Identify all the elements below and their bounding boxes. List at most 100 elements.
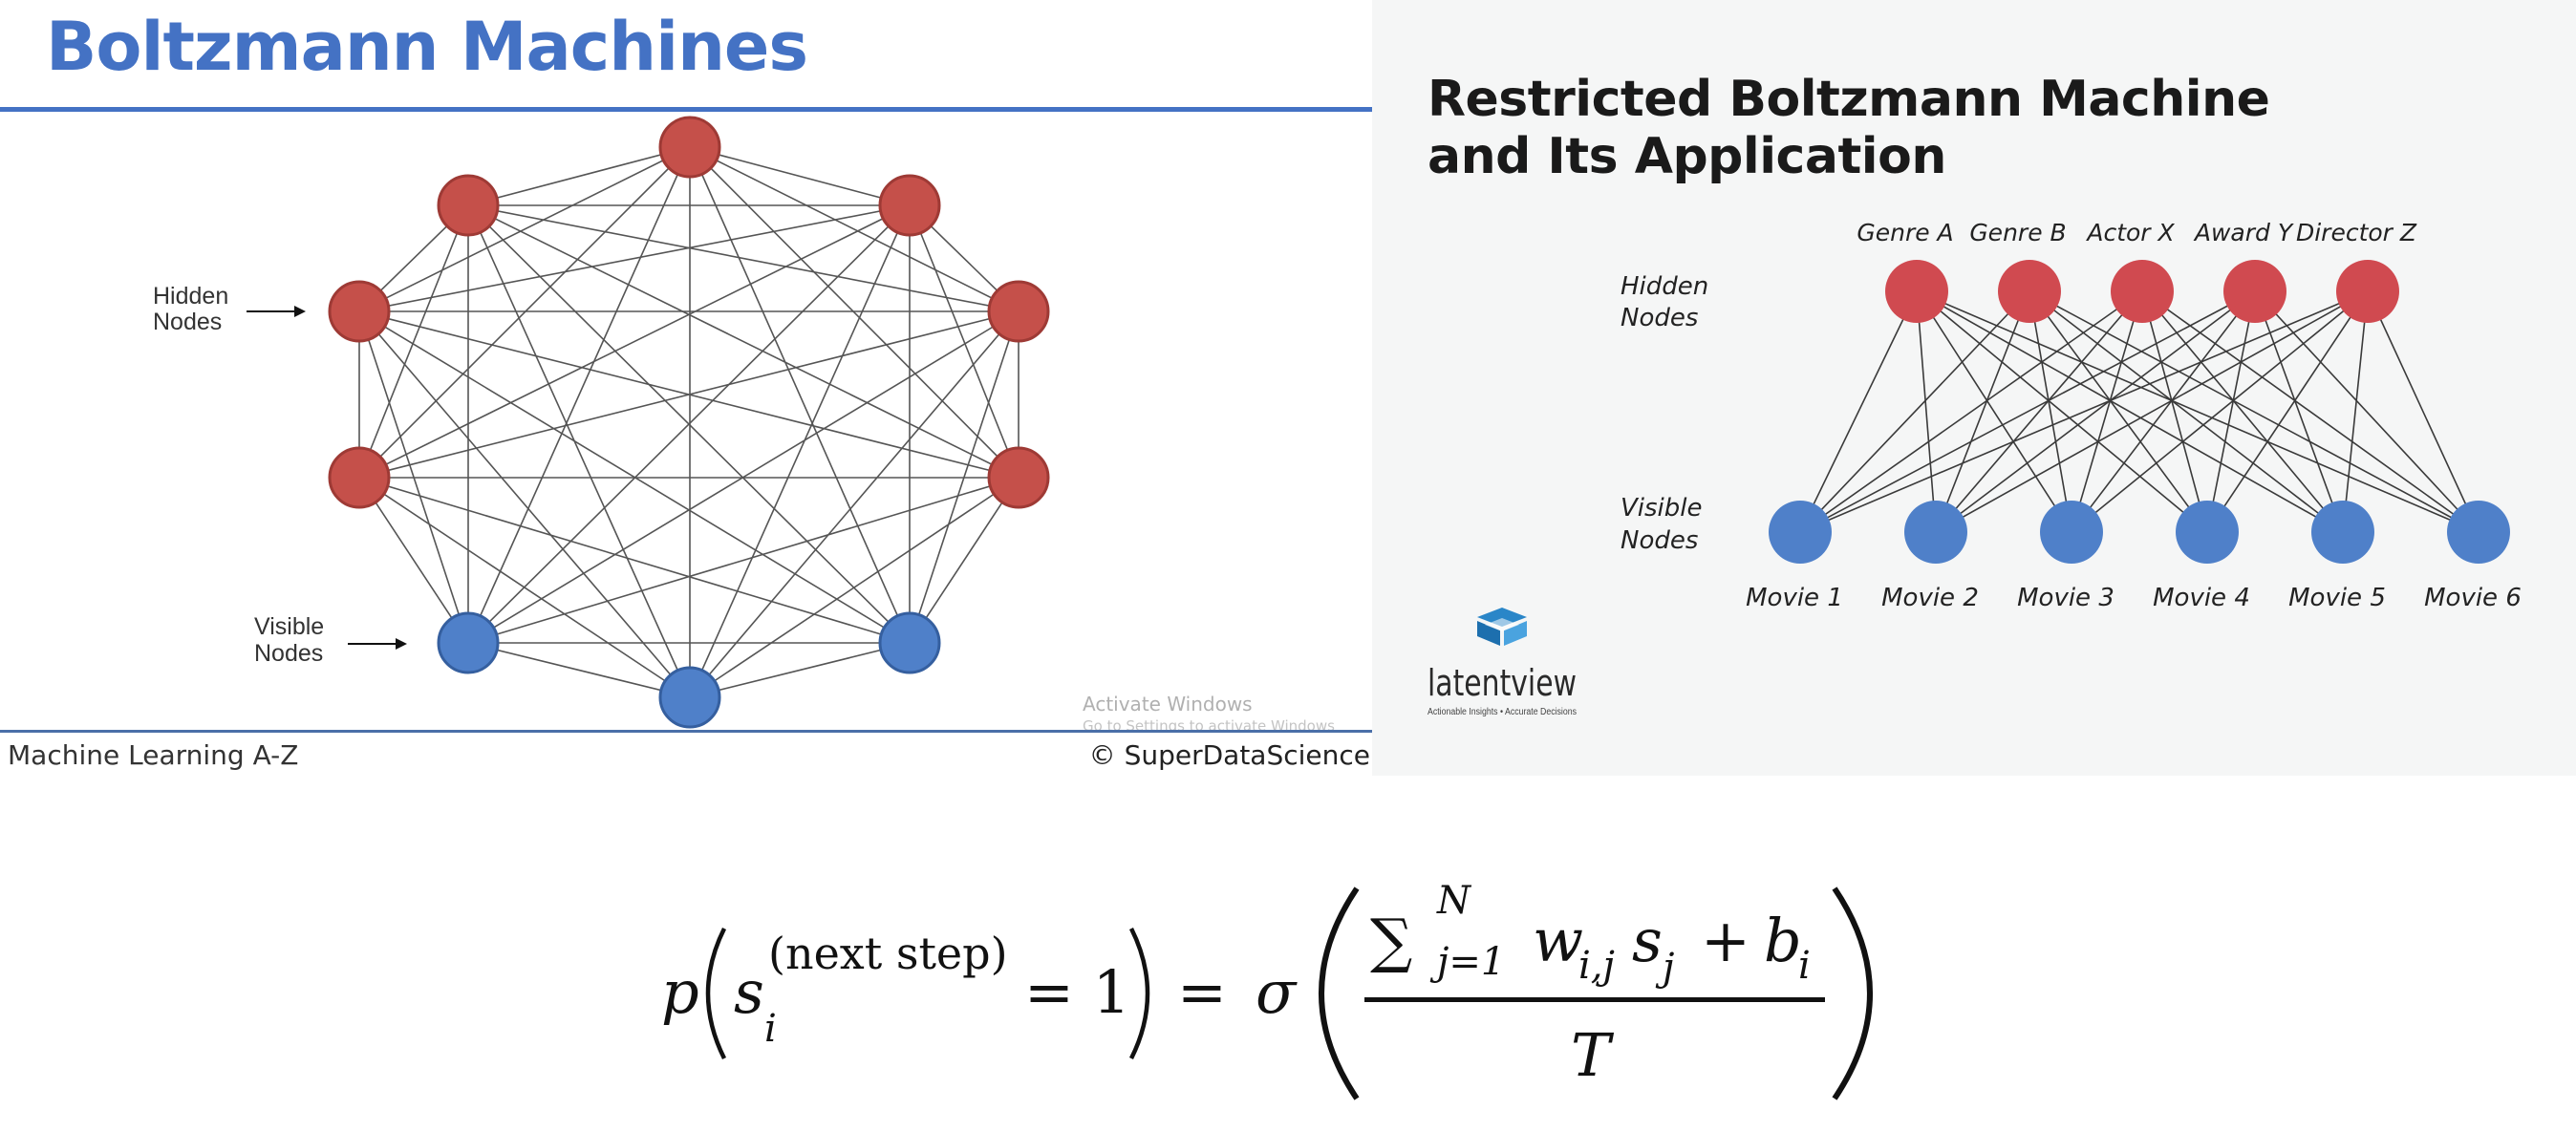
rbm-activation-formula: p s i (next step) = 1 = σ ∑ N j=1 w i,j … <box>661 879 1873 1100</box>
bm-hidden-node <box>987 280 1050 343</box>
formula-s-j: s <box>1632 906 1663 975</box>
formula-sum-lower: j=1 <box>1429 940 1505 984</box>
rbm-visible-node <box>2311 501 2374 564</box>
bm-edge <box>358 146 691 479</box>
bm-edge <box>358 146 691 312</box>
right-paren-outer <box>1832 886 1873 1100</box>
latentview-cube-icon <box>1477 608 1527 646</box>
rbm-visible-node-label: Movie 2 <box>1881 584 1979 612</box>
activate-windows-watermark: Activate Windows <box>1083 693 1253 716</box>
boltzmann-slide: Boltzmann Machines Hidden Nodes Visible … <box>0 0 1372 776</box>
rbm-hidden-node <box>1885 260 1948 323</box>
rbm-edge <box>1916 290 2344 533</box>
bm-edge <box>358 204 911 312</box>
rbm-edge <box>2029 290 2479 533</box>
rbm-edge <box>1935 290 2143 533</box>
formula-s-subscript: i <box>764 1007 777 1051</box>
formula-equals: = <box>1177 957 1227 1027</box>
rbm-hidden-node-label: Genre A <box>1857 219 1953 246</box>
rbm-hidden-node-label: Director Z <box>2296 219 2417 246</box>
rbm-visible-node <box>1769 501 1832 564</box>
formula-p: p <box>661 957 699 1027</box>
bm-edge <box>358 310 691 698</box>
formula-sum-upper: N <box>1436 879 1472 923</box>
right-paren-inner <box>1128 927 1150 1060</box>
rbm-edge <box>2141 290 2479 533</box>
bm-edge <box>689 642 911 698</box>
bm-edge <box>689 146 911 644</box>
rbm-hidden-node-label: Actor X <box>2085 219 2175 246</box>
bm-hidden-node <box>878 174 941 237</box>
bm-edge <box>467 477 1020 644</box>
hidden-label-line2: Nodes <box>153 309 222 335</box>
visible-label-line2: Nodes <box>254 640 323 667</box>
right-title-line1: Restricted Boltzmann Machine <box>1428 71 2270 128</box>
bm-visible-node <box>658 666 721 729</box>
rbm-edge <box>2141 290 2344 533</box>
rbm-edge <box>2141 290 2208 533</box>
fraction-bar <box>1364 997 1825 1002</box>
rbm-edge <box>2071 290 2143 533</box>
rbm-visible-node <box>2040 501 2103 564</box>
rbm-edge <box>2254 290 2344 533</box>
right-title-line2: and Its Application <box>1428 128 1946 185</box>
bm-edge <box>689 146 1020 479</box>
rbm-visible-node-label: Movie 1 <box>1746 584 1843 612</box>
rbm-hidden-label-line2: Nodes <box>1621 304 1698 332</box>
bm-edge <box>467 204 1020 479</box>
rbm-hidden-node <box>2223 260 2286 323</box>
bm-edge <box>358 310 911 644</box>
rbm-slide: Restricted Boltzmann Machine and Its App… <box>1372 0 2576 776</box>
bm-edge <box>358 310 1020 479</box>
rbm-visible-node-label: Movie 4 <box>2153 584 2250 612</box>
latentview-logo: latentview Actionable Insights • Accurat… <box>1428 608 1577 717</box>
footer-rule <box>0 730 1372 733</box>
bm-edge <box>689 204 911 698</box>
hidden-label-line1: Hidden <box>153 283 228 310</box>
bm-hidden-node <box>328 446 391 509</box>
rbm-nodes <box>1769 260 2510 564</box>
bm-edge <box>467 146 691 206</box>
boltzmann-network-diagram: Hidden Nodes Visible Nodes <box>153 116 1050 729</box>
left-slide-title: Boltzmann Machines <box>46 8 808 86</box>
bm-edge <box>467 204 1020 312</box>
right-slide-title: Restricted Boltzmann Machine and Its App… <box>1428 71 2270 185</box>
rbm-edge <box>1799 290 2030 533</box>
activate-windows-hint: Go to Settings to activate Windows <box>1083 717 1335 730</box>
rbm-visible-node <box>2447 501 2510 564</box>
rbm-edge <box>1799 290 2369 533</box>
formula-b-subscript: i <box>1798 944 1811 988</box>
rbm-edge <box>2071 290 2369 533</box>
bm-visible-node <box>437 611 500 674</box>
bm-edge <box>689 146 911 206</box>
rbm-visible-node <box>2176 501 2239 564</box>
bm-edge <box>467 204 911 644</box>
course-footer: Machine Learning A-Z <box>8 739 299 771</box>
visible-arrow-icon <box>396 638 407 650</box>
rbm-edge <box>2029 290 2344 533</box>
rbm-edge <box>2206 290 2256 533</box>
bm-edge <box>909 204 1020 479</box>
rbm-edge <box>1916 290 2479 533</box>
bm-visible-node <box>878 611 941 674</box>
rbm-visible-node-label: Movie 5 <box>2288 584 2386 612</box>
rbm-hidden-label-line1: Hidden <box>1621 272 1708 301</box>
rbm-hidden-node <box>2111 260 2174 323</box>
rbm-visible-node <box>1904 501 1967 564</box>
bm-edge <box>358 477 911 644</box>
rbm-edge <box>2206 290 2369 533</box>
rbm-hidden-node <box>2336 260 2399 323</box>
bm-edge <box>467 146 691 644</box>
title-rule <box>0 107 1372 112</box>
formula-w: w <box>1533 906 1583 975</box>
rbm-edge <box>2367 290 2479 533</box>
bm-edge <box>358 310 469 644</box>
rbm-edge <box>1916 290 1937 533</box>
rbm-edge <box>1799 290 1918 533</box>
rbm-edge <box>2071 290 2256 533</box>
latentview-wordmark: latentview <box>1428 662 1577 704</box>
rbm-edge <box>1935 290 2256 533</box>
rbm-visible-label-line1: Visible <box>1621 494 1703 523</box>
formula-w-subscript: i,j <box>1578 944 1615 988</box>
